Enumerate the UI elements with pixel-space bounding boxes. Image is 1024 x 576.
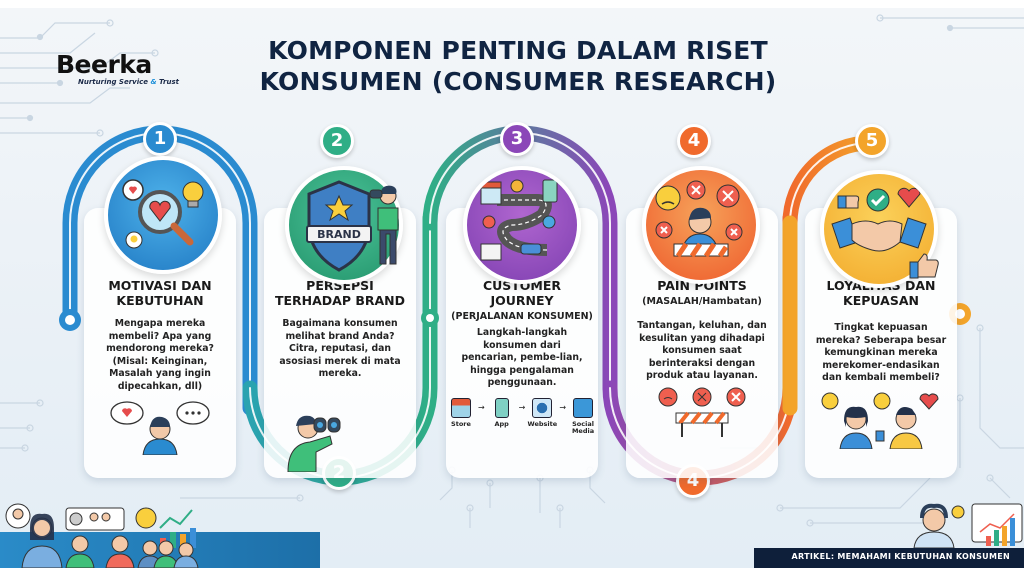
globe-icon — [532, 397, 553, 418]
frustrated-barrier-icon — [642, 166, 760, 284]
circuit-background-decoration — [0, 14, 1024, 528]
step-4-badge: 4 — [677, 124, 711, 158]
step-3-badge: 3 — [500, 122, 534, 156]
step-4-title: PAIN POINTS — [657, 278, 747, 293]
step-5-badge: 5 — [855, 124, 889, 158]
step-5-description: Tingkat kepuasan mereka? Seberapa besar … — [815, 322, 947, 383]
step-2-description: Bagaimana konsumen melihat brand Anda? C… — [279, 318, 401, 379]
logo-tagline: Nurturing Service & Trust — [78, 78, 179, 86]
step-4-subtitle: (MASALAH/Hambatan) — [642, 296, 762, 307]
step-4-description: Tantangan, keluhan, dan kesulitan yang d… — [637, 320, 767, 381]
step-3-description: Langkah-langkah konsumen dari pencarian,… — [461, 327, 583, 388]
journey-road-icon — [463, 166, 581, 284]
support-agent-analytics-illustration — [913, 503, 1023, 548]
phone-icon — [494, 397, 509, 418]
step-3-subtitle: (PERJALANAN KONSUMEN) — [451, 311, 593, 322]
happy-customers-icon — [821, 392, 939, 449]
step-1-description: Mengapa mereka membeli? Apa yang mendoro… — [106, 318, 214, 392]
journey-step-app: App — [487, 397, 517, 428]
brand-observer-person-icon — [369, 185, 399, 265]
title-line-2: KONSUMEN (CONSUMER RESEARCH) — [259, 67, 777, 96]
handshake-icon — [820, 170, 938, 288]
store-icon — [450, 397, 471, 418]
arrow-icon: → — [559, 402, 567, 412]
step-2-badge: 2 — [320, 124, 354, 158]
step-2-card: PERSEPSI TERHADAP BRAND Bagaimana konsum… — [264, 208, 416, 478]
logo-wordmark: Beerka — [56, 50, 152, 79]
journey-step-website: Website — [527, 397, 557, 428]
footer-article-label: ARTIKEL: MEMAHAMI KEBUTUHAN KONSUMEN — [791, 552, 1010, 561]
step-2-title: PERSEPSI TERHADAP BRAND — [274, 278, 406, 308]
thumbs-up-icon — [909, 253, 939, 279]
step-1-title: MOTIVASI DAN KEBUTUHAN — [108, 278, 212, 308]
title-line-1: KOMPONEN PENTING DALAM RISET — [268, 36, 768, 65]
arrow-icon: → — [477, 402, 485, 412]
brand-logo: Beerka Nurturing Service & Trust — [56, 50, 179, 87]
share-icon — [573, 397, 594, 418]
arrow-icon: → — [518, 402, 526, 412]
svg-text:BRAND: BRAND — [317, 228, 361, 241]
footer-article-banner: ARTIKEL: MEMAHAMI KEBUTUHAN KONSUMEN — [754, 548, 1024, 568]
journey-step-store: Store — [446, 397, 476, 428]
magnifier-heart-lightbulb-icon — [104, 156, 222, 274]
person-binoculars-icon — [287, 415, 341, 472]
journey-step-social-media: Social Media — [568, 397, 598, 435]
page-title: KOMPONEN PENTING DALAM RISET KONSUMEN (C… — [218, 35, 818, 97]
step-1-card: MOTIVASI DAN KEBUTUHAN Mengapa mereka me… — [84, 208, 236, 478]
barrier-icon — [658, 387, 746, 437]
team-collaboration-illustration — [5, 503, 199, 568]
journey-steps: Store → App → Website → Social Media — [446, 397, 598, 435]
thinking-person-icon — [110, 401, 210, 456]
infographic-canvas: Beerka Nurturing Service & Trust KOMPONE… — [0, 8, 1024, 568]
step-1-badge: 1 — [143, 122, 177, 156]
step-3-title: CUSTOMER JOURNEY — [482, 278, 562, 308]
